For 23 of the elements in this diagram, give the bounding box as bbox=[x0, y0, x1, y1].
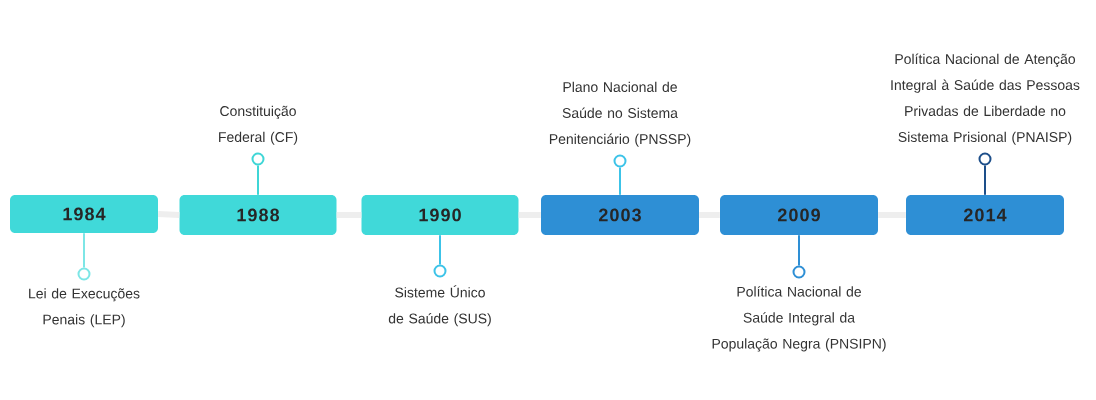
event-description: Lei de Execuções Penais (LEP) bbox=[29, 288, 140, 328]
connector-line bbox=[83, 232, 85, 269]
event-description: Constituição Federal (CF) bbox=[219, 105, 298, 145]
year-box: 2014 bbox=[906, 195, 1064, 235]
event-description: Sisteme Único de Saúde (SUS) bbox=[388, 285, 491, 327]
timeline-line bbox=[878, 212, 906, 218]
connector-line bbox=[439, 234, 441, 266]
timeline-line bbox=[518, 212, 541, 218]
year-box: 1990 bbox=[361, 195, 519, 235]
year-box: 2009 bbox=[720, 195, 878, 235]
timeline-line bbox=[158, 211, 180, 218]
connector-line bbox=[619, 166, 621, 196]
timeline-line bbox=[336, 212, 362, 218]
connector-line bbox=[984, 164, 986, 196]
timeline-line bbox=[699, 212, 720, 218]
event-description: Política Nacional de Atenção Integral à Saúde das Pessoas Privadas de Liberdade no Sistema Prisional (PNAISP) bbox=[891, 53, 1080, 145]
year-box: 2003 bbox=[541, 195, 699, 235]
year-box: 1984 bbox=[10, 195, 158, 233]
event-description: Plano Nacional de Saúde no Sistema Penitenciário (PNSSP) bbox=[549, 81, 691, 147]
connector-line bbox=[798, 234, 800, 267]
year-box: 1988 bbox=[179, 195, 337, 235]
event-description: Política Nacional de Saúde Integral da População Negra (PNSIPN) bbox=[712, 286, 886, 352]
connector-line bbox=[257, 164, 259, 196]
